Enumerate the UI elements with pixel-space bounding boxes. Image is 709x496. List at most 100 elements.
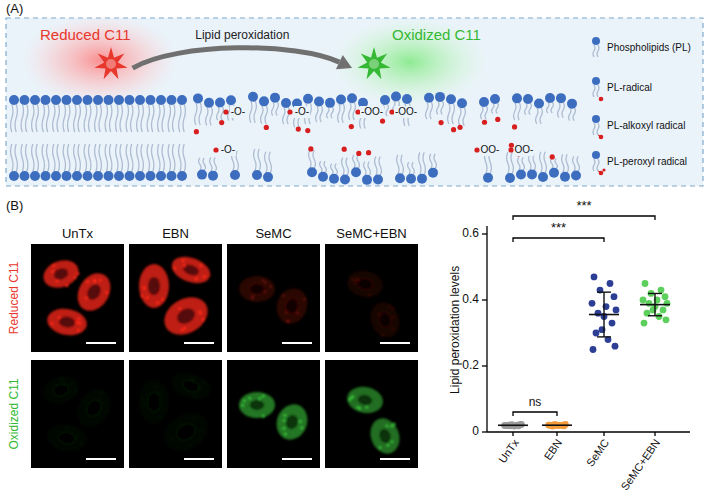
lipid-tail: [120, 104, 122, 132]
speck: [63, 382, 66, 385]
cell-group: [139, 368, 214, 458]
probe-core: [369, 59, 379, 69]
speck: [284, 432, 287, 435]
lipid-head: [479, 97, 489, 107]
speck: [183, 264, 186, 267]
lipid-tail: [147, 104, 149, 132]
lipid-tail: [158, 104, 160, 132]
nucleus: [52, 266, 70, 281]
scale-bar: [380, 342, 410, 344]
lipid-tail: [353, 155, 355, 169]
radical-dot: [213, 147, 218, 152]
speck: [351, 395, 354, 398]
speck: [56, 279, 59, 282]
lipid-head: [512, 93, 522, 103]
speck: [367, 293, 370, 296]
lipid-tail: [593, 85, 595, 97]
lipid-tail: [141, 104, 143, 132]
nucleus: [148, 393, 161, 411]
cell: [40, 372, 83, 409]
scale-bar: [86, 458, 116, 460]
radical-dot: [550, 154, 555, 159]
speck: [299, 420, 302, 423]
speck: [146, 296, 149, 299]
lipid-tail: [397, 155, 399, 175]
lipid-head: [104, 95, 114, 105]
data-point: [589, 300, 596, 307]
green-glow: [330, 16, 490, 108]
speck: [77, 329, 80, 332]
speck: [264, 281, 267, 284]
lipid-tail: [283, 107, 285, 124]
micrograph: [31, 360, 124, 468]
lipid-head: [417, 174, 427, 184]
probe-name: Reduced C11: [40, 26, 131, 43]
data-point: [656, 313, 663, 320]
speck: [195, 277, 198, 280]
cell-group: [40, 372, 117, 455]
speck: [51, 322, 54, 325]
lipid-tail: [562, 154, 564, 172]
lipid-head: [51, 171, 61, 181]
lipid-head: [62, 171, 72, 181]
speck: [283, 419, 286, 422]
nucleus: [249, 284, 264, 295]
lipid-head: [135, 171, 145, 181]
radical-dot: [264, 125, 269, 130]
speck: [156, 301, 159, 304]
lipid-tail: [408, 162, 410, 174]
lipid-head: [402, 94, 412, 104]
nucleus: [174, 305, 198, 327]
speck: [392, 315, 395, 318]
micrograph: [227, 360, 320, 468]
speck: [283, 414, 286, 417]
panel-letter: (B): [6, 199, 23, 214]
speck: [251, 295, 254, 298]
lipid-tail: [276, 102, 278, 116]
data-point: [611, 293, 618, 300]
lipid-head: [167, 171, 177, 181]
speck: [282, 427, 285, 430]
lipid-tail: [110, 144, 112, 172]
lipid-head: [104, 171, 114, 181]
lipid-tail: [84, 144, 86, 172]
speck: [70, 383, 73, 386]
lipid-head: [428, 168, 438, 178]
lipid-tail: [183, 104, 185, 132]
cell-group: [239, 276, 312, 328]
speck: [52, 264, 55, 267]
lipid-head: [395, 173, 405, 183]
cell-group: [345, 384, 404, 458]
lipid-head: [125, 171, 135, 181]
lipid-head: [307, 167, 317, 177]
mean-line: [542, 424, 572, 426]
speck: [173, 267, 176, 270]
lipid-tail: [168, 144, 170, 172]
lipid-tail: [481, 106, 483, 119]
speck: [193, 377, 196, 380]
lipid-tail: [577, 156, 579, 171]
lipid-head: [325, 98, 335, 108]
speck: [76, 433, 79, 436]
lipid-tail: [551, 102, 553, 113]
radical-dot: [599, 97, 604, 102]
speck: [178, 307, 181, 310]
lipid-tail: [597, 159, 599, 171]
lipid-head: [560, 172, 570, 182]
legend-icon: [592, 115, 603, 139]
lipid-head: [51, 95, 61, 105]
column-header: SeMC: [255, 227, 291, 242]
sd-bar: [603, 292, 604, 337]
scale-bar: [184, 342, 214, 344]
radical-dot: [287, 109, 292, 114]
radical-label: -O-: [220, 144, 236, 156]
lipid-tail: [441, 101, 443, 115]
x-tick: [603, 432, 604, 436]
speck: [76, 272, 79, 275]
speck: [262, 394, 265, 397]
lipid-head: [380, 95, 390, 105]
column-header: SeMC+EBN: [336, 227, 406, 242]
speck: [269, 285, 272, 288]
lipid-head: [446, 94, 456, 104]
lipid-tail: [63, 144, 65, 172]
